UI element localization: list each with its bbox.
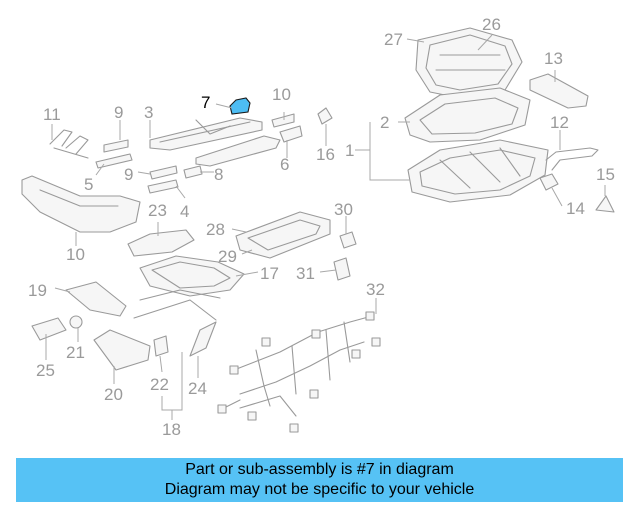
callout-24: 23 — [148, 201, 167, 220]
callout-22: 21 — [66, 343, 85, 362]
callout-7: 7 — [201, 93, 210, 112]
callout-6: 6 — [280, 155, 289, 174]
cap-part — [595, 195, 615, 213]
info-banner: Part or sub-assembly is #7 in diagram Di… — [16, 458, 623, 502]
bracket-part-32 — [333, 257, 351, 281]
clip-part — [539, 173, 559, 191]
bracket-part-9a — [103, 139, 129, 153]
callout-labels: 27 26 13 2 1 12 15 14 11 9 3 7 10 5 9 8 … — [28, 15, 615, 439]
callout-14: 13 — [544, 49, 563, 68]
banner-line-2: Diagram may not be specific to your vehi… — [164, 481, 475, 498]
bracket-part-9b — [149, 165, 178, 180]
seat-base-part-18 — [133, 255, 245, 321]
callout-5: 5 — [84, 175, 93, 194]
callout-31: 30 — [334, 200, 353, 219]
callout-26: 25 — [36, 361, 55, 380]
bracket-part-8 — [183, 165, 203, 179]
callout-11: 10 — [66, 245, 85, 264]
bracket-part-10 — [271, 113, 295, 128]
wiring-harness-part-33 — [217, 311, 381, 433]
callout-2: 2 — [380, 113, 389, 132]
callout-4: 4 — [180, 202, 189, 221]
callout-13: 12 — [550, 113, 569, 132]
clip-part-23 — [153, 335, 169, 357]
seat-cushion-part — [415, 27, 523, 99]
callout-29: 28 — [206, 220, 225, 239]
callout-9b: 9 — [124, 165, 133, 184]
callout-30: 29 — [218, 247, 237, 266]
highlighted-part-7 — [229, 97, 251, 115]
cover-part-24 — [127, 229, 195, 257]
switch-part-31 — [339, 231, 357, 249]
callout-10: 10 — [272, 85, 291, 104]
side-trim-part-11 — [21, 175, 141, 233]
callout-20: 19 — [28, 281, 47, 300]
callout-27: 26 — [482, 15, 501, 34]
seat-frame-part — [404, 87, 549, 203]
seat-rail-part — [149, 117, 281, 167]
callout-15: 14 — [566, 199, 585, 218]
callout-9a: 9 — [114, 103, 123, 122]
bracket-part-26 — [31, 317, 67, 341]
callout-21: 20 — [104, 385, 123, 404]
callout-8: 8 — [214, 165, 223, 184]
callout-12: 11 — [43, 105, 61, 124]
trim-part-25 — [189, 321, 217, 357]
bracket-part-6 — [279, 125, 303, 143]
callout-33: 32 — [366, 280, 385, 299]
lever-part — [545, 147, 599, 171]
callout-18: 17 — [260, 264, 279, 283]
callout-28: 27 — [384, 30, 403, 49]
banner-line-1: Part or sub-assembly is #7 in diagram — [185, 461, 454, 478]
rail-cover-part — [529, 73, 589, 109]
frame-part-29-30 — [235, 211, 331, 259]
callout-25: 24 — [188, 379, 207, 398]
bracket-part-4 — [147, 179, 179, 194]
callout-3: 3 — [144, 103, 153, 122]
parts-diagram: 27 26 13 2 1 12 15 14 11 9 3 7 10 5 9 8 … — [21, 15, 615, 439]
hinge-part-12 — [49, 129, 89, 159]
knob-part-17 — [317, 107, 333, 125]
bracket-part-5 — [95, 153, 133, 169]
callout-32: 31 — [296, 264, 315, 283]
knob-part-22 — [69, 315, 83, 329]
callout-1: 1 — [345, 141, 354, 160]
callout-leaders — [45, 34, 606, 420]
callout-19: 18 — [162, 420, 181, 439]
trim-part-21 — [93, 329, 151, 371]
callout-16: 15 — [596, 165, 615, 184]
callout-23: 22 — [150, 375, 169, 394]
callout-17: 16 — [316, 145, 335, 164]
trim-part-20 — [65, 281, 127, 317]
